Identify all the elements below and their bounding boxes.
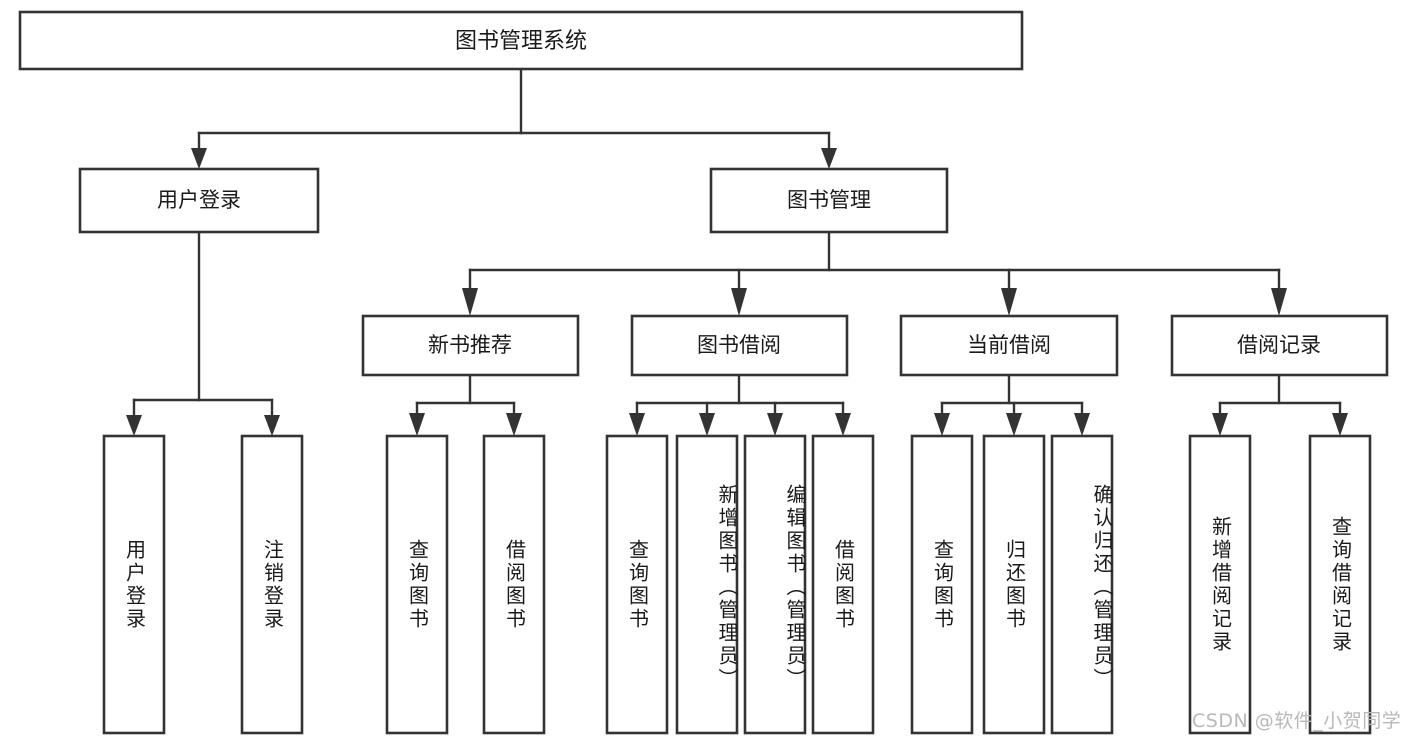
node-new-book-recommend[interactable]: 新书推荐	[361, 314, 580, 377]
leaf-box-add-record[interactable]	[1188, 434, 1252, 735]
node-current-borrow[interactable]: 当前借阅	[899, 314, 1119, 377]
leaf-box-query-record[interactable]	[1308, 434, 1372, 735]
arrowhead-borrow-record	[1271, 288, 1287, 316]
node-user-login-label: 用户登录	[157, 188, 241, 212]
leaf-box-borrow-book-1[interactable]	[482, 434, 546, 735]
node-book-borrow[interactable]: 图书借阅	[630, 314, 849, 377]
arrowhead-book-borrow	[731, 288, 747, 316]
node-root-label: 图书管理系统	[455, 29, 587, 54]
leaf-box-query-book-2[interactable]	[605, 434, 669, 735]
node-current-borrow-box[interactable]	[899, 314, 1119, 377]
arrowhead-leaf-user-logout	[264, 415, 280, 436]
node-user-login[interactable]: 用户登录	[78, 167, 320, 234]
node-root-box[interactable]	[18, 10, 1024, 71]
csdn-watermark: CSDN @软件_小贺同学	[1192, 710, 1402, 732]
node-borrow-record-box[interactable]	[1170, 314, 1389, 377]
node-current-borrow-label: 当前借阅	[967, 333, 1051, 357]
node-root[interactable]: 图书管理系统	[18, 10, 1024, 71]
arrowhead-current-borrow	[1001, 288, 1017, 316]
leaf-box-confirm-return[interactable]	[1050, 434, 1114, 735]
arrowhead-leaf-add-record	[1212, 413, 1228, 436]
node-book-borrow-label: 图书借阅	[697, 333, 781, 357]
arrowhead-book-manage	[821, 148, 837, 169]
node-new-book-recommend-box[interactable]	[361, 314, 580, 377]
arrowhead-leaf-borrow-book-1	[506, 413, 522, 436]
arrowhead-leaf-return-book	[1006, 413, 1022, 436]
leaf-box-add-book[interactable]	[675, 434, 739, 735]
arrowhead-leaf-query-record	[1332, 413, 1348, 436]
arrowhead-user-login	[191, 148, 207, 169]
leaf-box-query-book-3[interactable]	[910, 434, 974, 735]
arrowhead-leaf-query-book-1	[409, 413, 425, 436]
leaf-box-user-logout[interactable]	[240, 434, 304, 735]
arrowhead-leaf-user-login	[126, 415, 142, 436]
node-book-manage-label: 图书管理	[787, 188, 871, 212]
arrowhead-new-book-recommend	[462, 288, 478, 316]
node-borrow-record-label: 借阅记录	[1237, 333, 1321, 357]
node-new-book-recommend-label: 新书推荐	[428, 333, 512, 357]
arrowhead-leaf-edit-book	[767, 413, 783, 436]
leaf-box-query-book-1[interactable]	[385, 434, 449, 735]
connector-layer	[126, 67, 1348, 436]
leaf-box-return-book[interactable]	[982, 434, 1046, 735]
arrowhead-leaf-borrow-book-2	[835, 413, 851, 436]
leaf-box-borrow-book-2[interactable]	[811, 434, 875, 735]
arrowhead-leaf-add-book	[699, 413, 715, 436]
node-book-manage[interactable]: 图书管理	[709, 167, 949, 234]
arrowhead-leaf-query-book-2	[629, 413, 645, 436]
node-book-borrow-box[interactable]	[630, 314, 849, 377]
arrowhead-leaf-confirm-return	[1074, 413, 1090, 436]
node-borrow-record[interactable]: 借阅记录	[1170, 314, 1389, 377]
leaf-box-layer	[102, 434, 1372, 735]
arrowhead-leaf-query-book-3	[934, 413, 950, 436]
node-book-manage-box[interactable]	[709, 167, 949, 234]
node-user-login-box[interactable]	[78, 167, 320, 234]
leaf-box-user-login[interactable]	[102, 434, 166, 735]
leaf-box-edit-book[interactable]	[743, 434, 807, 735]
